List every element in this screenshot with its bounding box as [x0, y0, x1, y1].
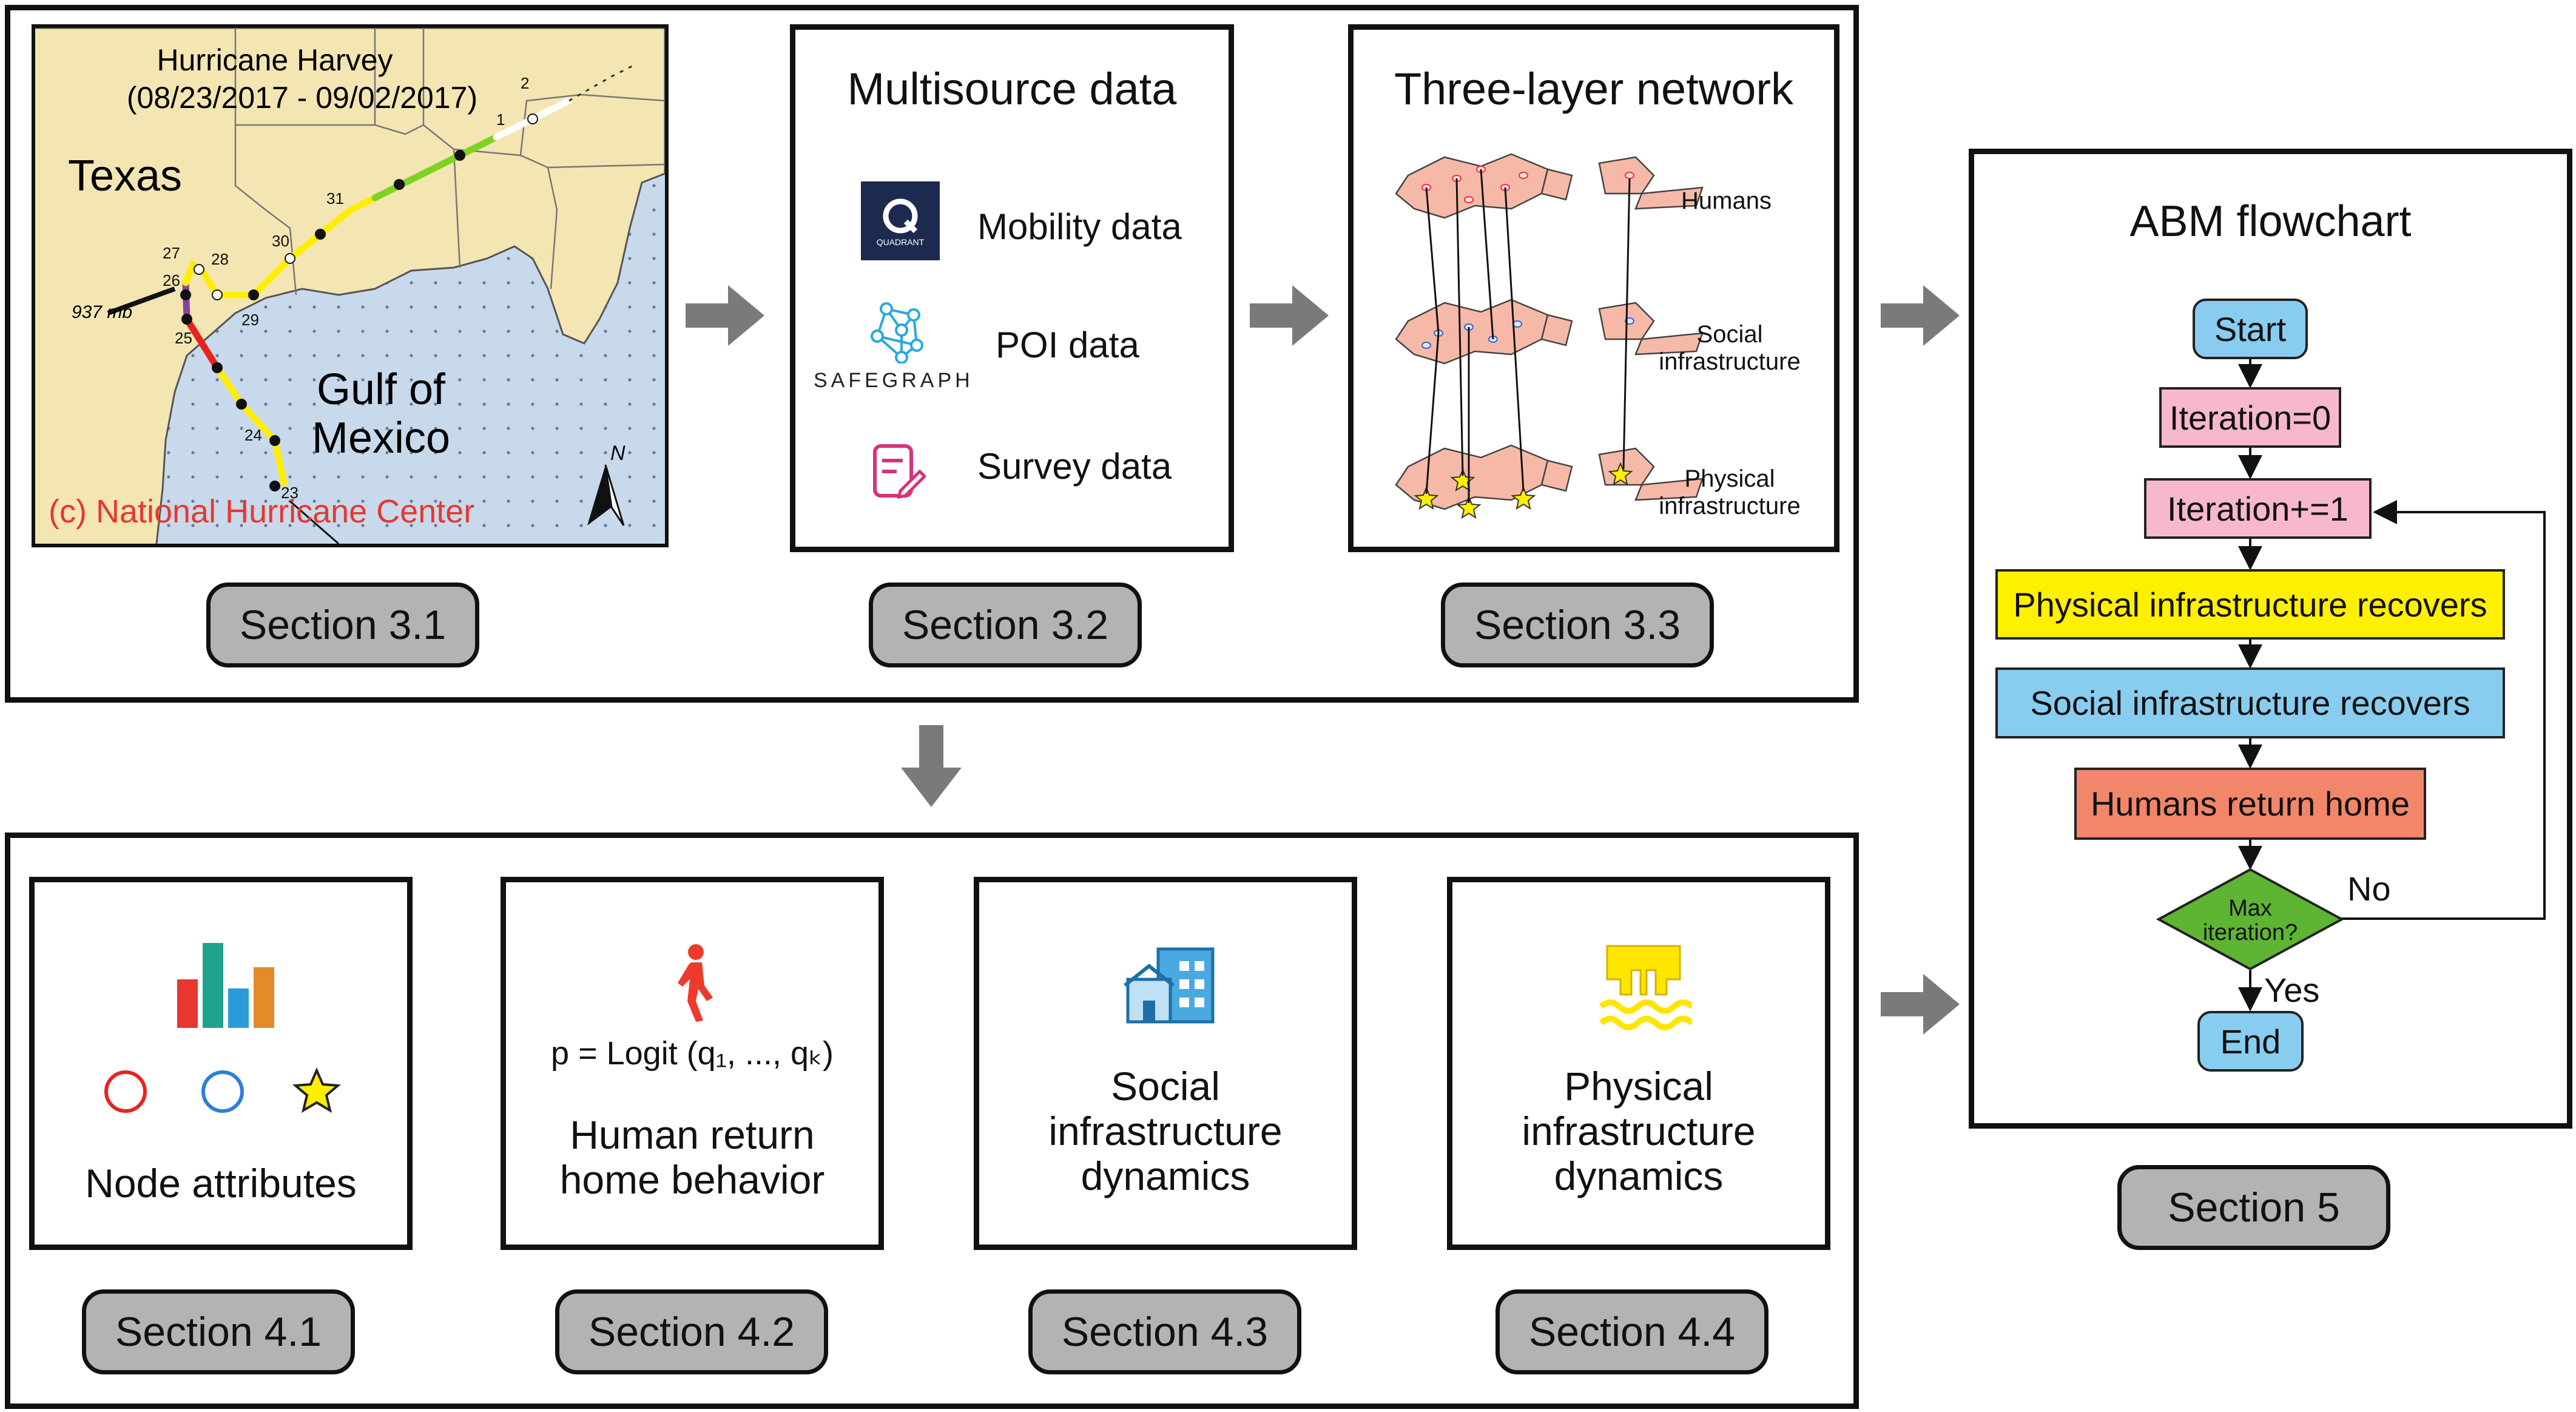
- arrow-network-to-flowchart: [1881, 285, 1960, 346]
- flowchart-connectors: [2238, 359, 2546, 1012]
- safegraph-logo-icon: SAFEGRAPH: [814, 297, 983, 392]
- svg-text:28: 28: [211, 250, 229, 268]
- survey-data-label: Survey data: [977, 446, 1172, 487]
- logit-formula: p = Logit (q₁, ..., qₖ): [551, 1035, 834, 1072]
- label-gulf-line1: Gulf of: [317, 365, 446, 414]
- top-frame: [5, 5, 1859, 703]
- label-texas: Texas: [68, 152, 182, 200]
- arrow-data-to-network: [1250, 285, 1329, 346]
- hurricane-map: 23 24 25 26 27 28 29 30 31 1 2 Hurricane…: [32, 24, 669, 547]
- track-day-labels: 23 24 25 26 27 28 29 30 31 1 2: [163, 74, 529, 502]
- abm-flowchart-panel: ABM flowchart Start Iteration=0 Iteratio…: [1969, 149, 2572, 1129]
- node-attributes-label: Node attributes: [85, 1161, 357, 1206]
- three-layer-network-panel: Three-layer network: [1348, 24, 1839, 552]
- flow-yes-label: Yes: [2264, 971, 2320, 1009]
- network-layers-graphic: [1395, 153, 1573, 519]
- multisource-panel: Multisource data QUADRANT Mobility data …: [790, 24, 1234, 552]
- state-borders: [234, 28, 665, 296]
- node-attributes-panel: Node attributes: [29, 877, 413, 1250]
- section-3-3-button[interactable]: Section 3.3: [1441, 583, 1714, 667]
- section-4-1-button[interactable]: Section 4.1: [82, 1289, 355, 1374]
- map-credit: (c) National Hurricane Center: [49, 493, 474, 530]
- section-4-2-button[interactable]: Section 4.2: [555, 1289, 828, 1374]
- svg-text:2: 2: [521, 74, 529, 92]
- track-points: [180, 150, 465, 491]
- svg-text:N: N: [610, 442, 625, 465]
- building-icon: [1124, 947, 1215, 1024]
- map-title-line2: (08/23/2017 - 09/02/2017): [127, 81, 477, 115]
- svg-text:31: 31: [326, 189, 344, 208]
- section-3-2-button[interactable]: Section 3.2: [869, 583, 1142, 667]
- north-arrow-icon: N: [587, 442, 625, 526]
- flooded-infrastructure-icon: [1599, 945, 1692, 1030]
- node-symbols: [104, 1067, 342, 1113]
- bottom-frame: [5, 833, 1859, 1409]
- quadrant-logo-icon: QUADRANT: [861, 181, 940, 260]
- arrow-bottom-to-flowchart: [1881, 974, 1960, 1035]
- svg-text:1: 1: [496, 110, 505, 129]
- svg-text:27: 27: [163, 244, 180, 262]
- svg-text:25: 25: [175, 329, 192, 347]
- section-4-4-button[interactable]: Section 4.4: [1495, 1289, 1768, 1374]
- flow-humans-return: Humans return home: [2074, 768, 2426, 840]
- arrow-top-to-bottom: [901, 725, 962, 807]
- flow-end: End: [2197, 1011, 2304, 1072]
- section-4-3-button[interactable]: Section 4.3: [1028, 1289, 1301, 1374]
- map-graphic: 23 24 25 26 27 28 29 30 31 1 2 Hurricane…: [35, 28, 665, 544]
- flow-physical-recovers: Physical infrastructure recovers: [1995, 569, 2505, 640]
- flow-start: Start: [2193, 299, 2308, 359]
- flow-iteration-init: Iteration=0: [2159, 387, 2341, 448]
- section-5-button[interactable]: Section 5: [2117, 1165, 2390, 1250]
- walking-person-icon: [678, 944, 713, 1022]
- flow-social-recovers: Social infrastructure recovers: [1995, 667, 2505, 738]
- mobility-data-label: Mobility data: [977, 206, 1182, 247]
- bar-chart-icon: [177, 943, 274, 1028]
- svg-text:Max: Max: [2228, 896, 2272, 921]
- section-3-1-button[interactable]: Section 3.1: [206, 583, 479, 667]
- multisource-title: Multisource data: [847, 64, 1177, 114]
- land-mass: [35, 28, 665, 544]
- svg-text:23: 23: [281, 484, 298, 502]
- flow-decision: Max iteration?: [2156, 868, 2344, 971]
- svg-text:30: 30: [272, 232, 289, 250]
- flowchart-title: ABM flowchart: [2129, 197, 2412, 246]
- svg-text:26: 26: [163, 271, 180, 289]
- layer-humans-label: Humans: [1681, 187, 1772, 214]
- svg-text:iteration?: iteration?: [2203, 920, 2298, 945]
- pressure-label: 937 mb: [72, 302, 132, 322]
- label-gulf-line2: Mexico: [312, 414, 450, 462]
- map-title-line1: Hurricane Harvey: [157, 43, 393, 77]
- network-title: Three-layer network: [1394, 64, 1793, 114]
- network-small-graphic: [1598, 156, 1704, 501]
- survey-icon: [871, 442, 927, 503]
- svg-text:29: 29: [241, 311, 259, 329]
- arrow-map-to-data: [686, 285, 764, 346]
- flow-no-label: No: [2347, 870, 2391, 908]
- poi-data-label: POI data: [996, 325, 1139, 365]
- flow-iteration-increment: Iteration+=1: [2144, 478, 2372, 539]
- svg-text:24: 24: [244, 426, 262, 444]
